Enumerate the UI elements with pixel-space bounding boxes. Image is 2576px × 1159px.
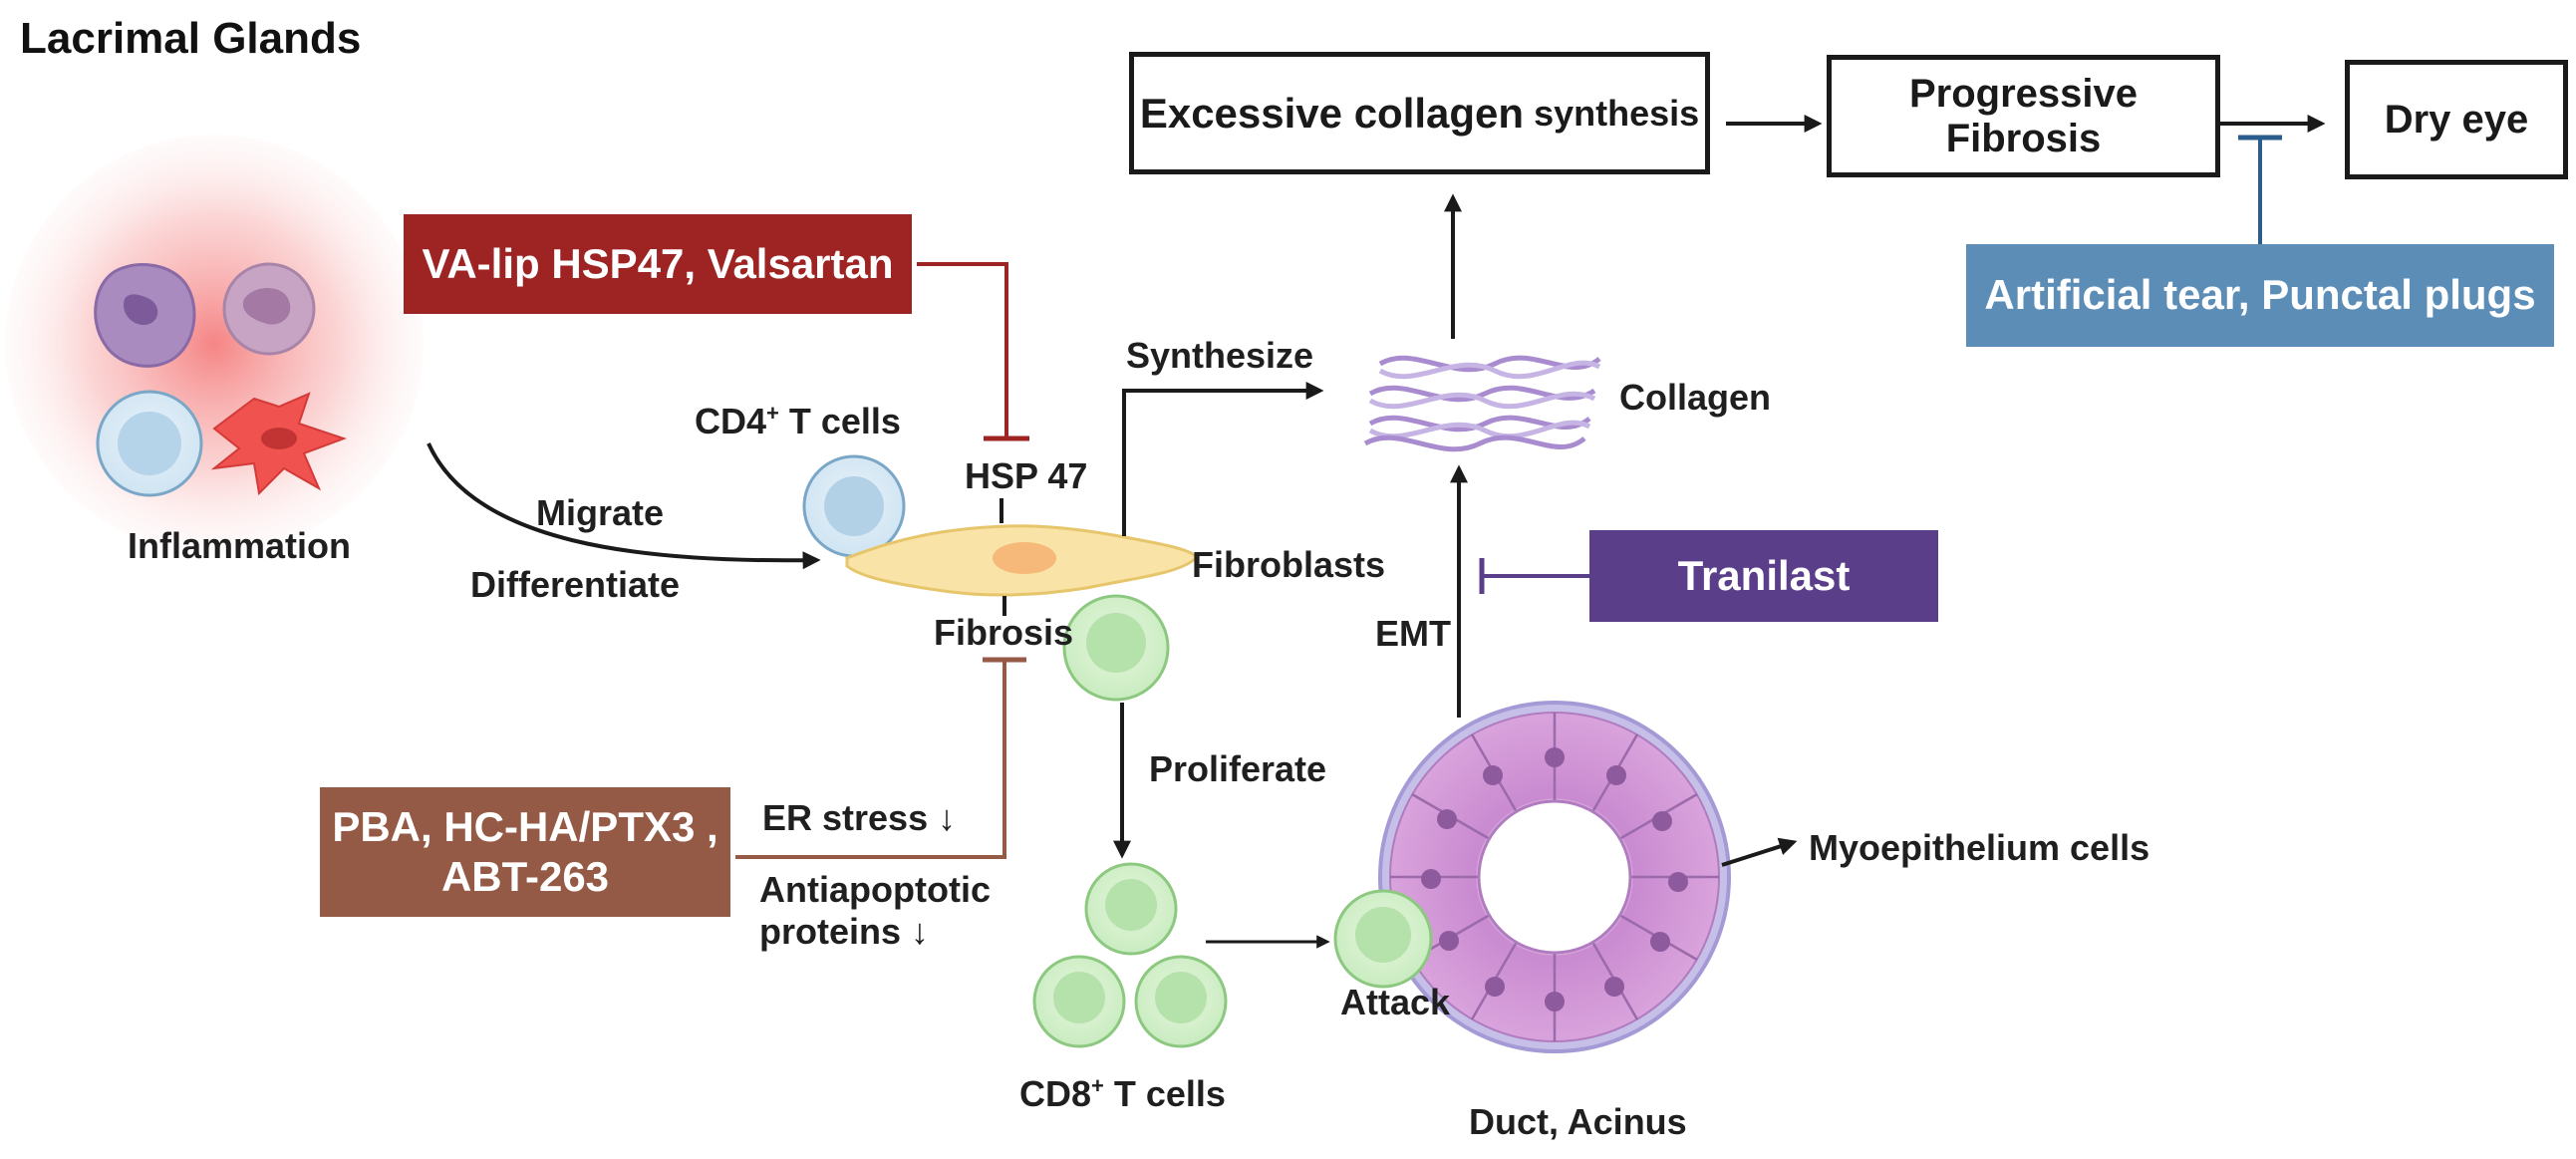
migrate-label: Migrate bbox=[536, 492, 665, 533]
duct-acinus-label: Duct, Acinus bbox=[1469, 1101, 1687, 1142]
attacking-cd8-t-cell-nucleus-icon bbox=[1355, 907, 1411, 963]
antiapoptotic-line2-label: proteins ↓ bbox=[759, 911, 930, 952]
progressive-fibrosis-label: Progressive Fibrosis bbox=[1908, 71, 2139, 160]
va-lip-inhibitor-line bbox=[917, 262, 1008, 438]
collagen-label: Collagen bbox=[1619, 377, 1772, 418]
neutrophil-nucleus-icon bbox=[242, 287, 291, 325]
macrophage-nucleus-icon bbox=[124, 294, 158, 325]
er-stress-label: ER stress ↓ bbox=[762, 797, 957, 838]
migrate-arrow bbox=[427, 442, 821, 570]
tranilast-label: Tranilast bbox=[1677, 551, 1851, 599]
va-lip-valsartan-label: VA-lip HSP47, Valsartan bbox=[422, 239, 894, 287]
lymphocyte-nucleus-icon bbox=[118, 412, 181, 475]
myoepithelium-arrow bbox=[1721, 837, 1798, 867]
myoepithelium-cells-label: Myoepithelium cells bbox=[1809, 827, 2150, 868]
hsp47-label: HSP 47 bbox=[965, 455, 1088, 496]
synthesize-label: Synthesize bbox=[1126, 335, 1314, 376]
cd4-t-cells-label: CD4+ T cells bbox=[695, 401, 901, 441]
inflammation-label: Inflammation bbox=[128, 525, 352, 566]
cd8-t-cell-right-nucleus-icon bbox=[1155, 972, 1207, 1023]
abt-263-label: ABT-263 bbox=[440, 853, 610, 900]
artificial-tear-label: Artificial tear, Punctal plugs bbox=[1984, 271, 2536, 319]
attack-label: Attack bbox=[1340, 982, 1451, 1022]
fibrosis-label: Fibrosis bbox=[934, 612, 1074, 653]
tranilast-box: Tranilast bbox=[1589, 530, 1938, 622]
excessive-collagen-synthesis-box: Excessive collagen synthesis bbox=[1129, 52, 1710, 174]
cd8-t-cell-near-fibroblast-nucleus-icon bbox=[1086, 613, 1146, 673]
differentiate-label: Differentiate bbox=[470, 564, 681, 605]
inflammation-cluster bbox=[5, 135, 424, 553]
duct-acinus-icon bbox=[1378, 701, 1731, 1053]
synthesize-arrow bbox=[1122, 382, 1324, 536]
collagen-fibers-icon bbox=[1363, 355, 1601, 452]
fibroblasts-label: Fibroblasts bbox=[1192, 544, 1386, 585]
central-fibroblast-nucleus-icon bbox=[993, 542, 1056, 574]
va-lip-valsartan-box: VA-lip HSP47, Valsartan bbox=[404, 214, 912, 314]
fibroblast-nucleus-icon bbox=[261, 428, 297, 449]
emt-label: EMT bbox=[1375, 613, 1451, 654]
pba-hcha-abt-box: PBA, HC-HA/PTX3 , ABT-263 bbox=[320, 787, 730, 917]
synthesis-label: synthesis bbox=[1534, 92, 1700, 134]
cd8-t-cell-left-nucleus-icon bbox=[1053, 972, 1105, 1023]
cd4-t-cell-nucleus-icon bbox=[824, 476, 884, 536]
dry-eye-box: Dry eye bbox=[2345, 60, 2568, 179]
inflammation-glow bbox=[5, 135, 424, 553]
progressive-fibrosis-box: Progressive Fibrosis bbox=[1827, 55, 2220, 177]
excessive-collagen-label: Excessive collagen bbox=[1139, 89, 1525, 137]
pba-hcha-label: PBA, HC-HA/PTX3 , bbox=[332, 802, 718, 850]
artificial-tear-box: Artificial tear, Punctal plugs bbox=[1966, 244, 2554, 347]
dry-eye-label: Dry eye bbox=[2384, 97, 2529, 142]
pba-inhibitor-line bbox=[735, 660, 1006, 859]
page-title: Lacrimal Glands bbox=[20, 14, 362, 63]
proliferate-label: Proliferate bbox=[1149, 748, 1327, 789]
cd8-t-cells-label: CD8+ T cells bbox=[1019, 1073, 1226, 1114]
cd8-t-cell-top-nucleus-icon bbox=[1105, 879, 1157, 931]
antiapoptotic-line1-label: Antiapoptotic bbox=[759, 869, 991, 910]
cd8-t-cell-cluster bbox=[1032, 862, 1228, 1048]
